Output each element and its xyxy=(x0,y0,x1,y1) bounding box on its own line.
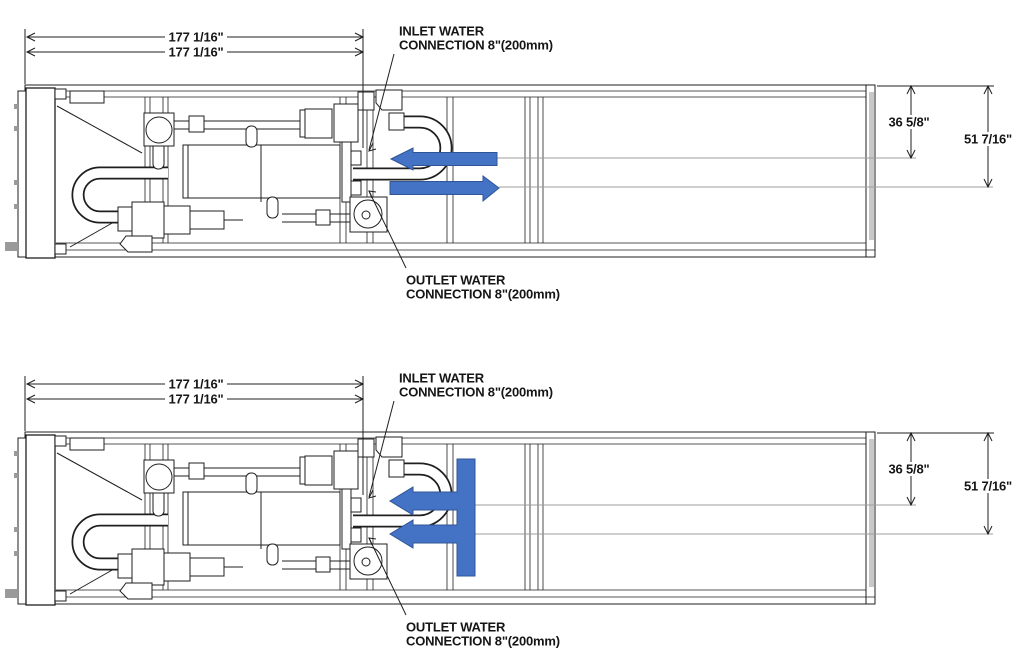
vertical-riser-flow-arrows xyxy=(389,458,476,577)
inlet-callout-line-2: CONNECTION 8"(200mm) xyxy=(399,38,553,53)
length-dimension-label-1: 177 1/16" xyxy=(169,377,224,392)
inlet-callout-line-2: CONNECTION 8"(200mm) xyxy=(399,385,553,400)
inlet-callout-line-1: INLET WATER xyxy=(399,24,485,39)
inlet-offset-dimension-label: 36 5/8" xyxy=(889,462,930,477)
inlet-flow-arrow xyxy=(389,147,498,171)
view-vertical-flow: 177 1/16" 177 1/16" INLET WATER CONNECTI… xyxy=(5,371,1016,649)
outlet-callout-line-2: CONNECTION 8"(200mm) xyxy=(406,287,560,302)
outlet-callout-line-2: CONNECTION 8"(200mm) xyxy=(406,634,560,649)
inlet-offset-dimension-label: 36 5/8" xyxy=(889,115,930,130)
outlet-flow-arrow xyxy=(389,175,500,203)
length-dimension-label-2: 177 1/16" xyxy=(169,45,224,60)
inlet-callout-line-1: INLET WATER xyxy=(399,371,485,386)
outlet-offset-dimension-label: 51 7/16" xyxy=(964,132,1012,147)
length-dimension-label-1: 177 1/16" xyxy=(169,30,224,45)
length-dimension-label-2: 177 1/16" xyxy=(169,392,224,407)
outlet-offset-dimension-label: 51 7/16" xyxy=(964,479,1012,494)
view-side-flow: 177 1/16" 177 1/16" INLET WATER CONNECTI… xyxy=(5,24,1016,302)
outlet-callout-line-1: OUTLET WATER xyxy=(406,273,506,288)
outlet-callout-line-1: OUTLET WATER xyxy=(406,620,506,635)
